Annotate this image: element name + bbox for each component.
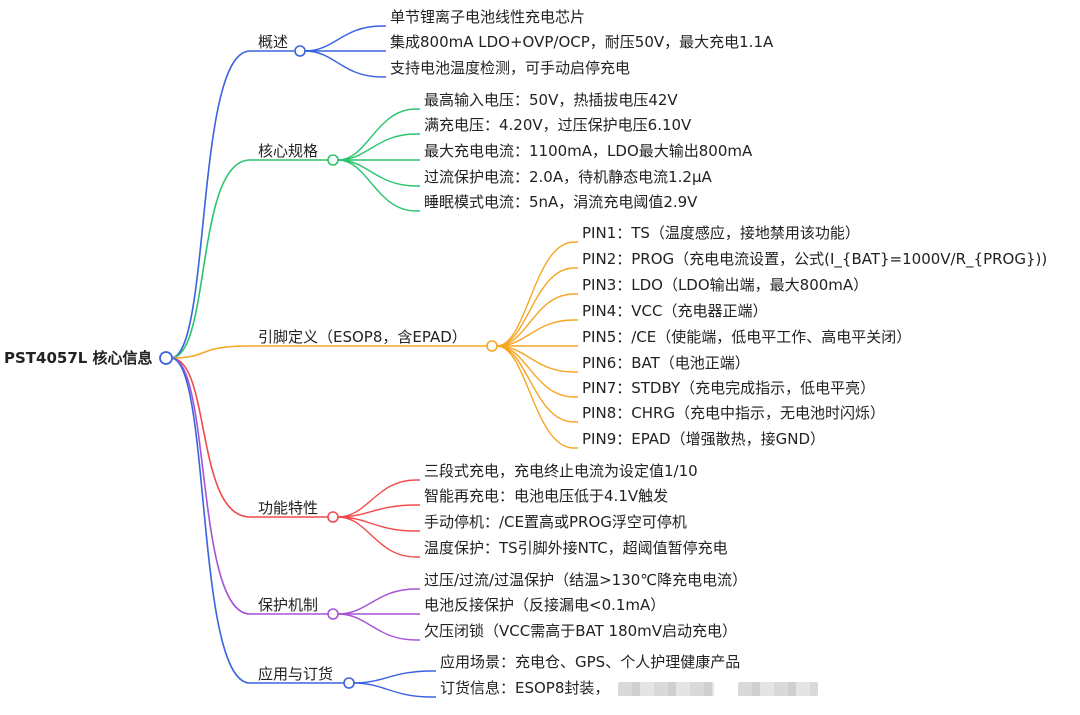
leaf-3-7-label: PIN7：STDBY（充电完成指示，低电平亮） — [582, 379, 876, 397]
leaf-4-4-label: 温度保护：TS引脚外接NTC，超阈值暂停充电 — [424, 539, 728, 557]
branch-6-label: 应用与订货 — [258, 665, 334, 683]
leaf-3-6-label: PIN6：BAT（电池正端） — [582, 354, 750, 372]
leaf-connector-1-3 — [304, 50, 386, 78]
leaf-5-1-label: 过压/过流/过温保护（结温>130℃降充电电流） — [424, 571, 748, 589]
redacted-text-patch — [618, 682, 714, 696]
branch-1-label: 概述 — [258, 33, 289, 51]
leaf-connector-2-5 — [337, 159, 420, 212]
leaf-connector-4-4 — [337, 516, 420, 558]
leaf-connector-5-1 — [337, 588, 420, 615]
branch-3-label: 引脚定义（ESOP8，含EPAD） — [258, 328, 467, 346]
branch-5-node-circle — [327, 608, 339, 620]
branch-connector-3 — [170, 345, 487, 359]
branch-connector-6 — [170, 357, 344, 684]
leaf-connector-3-3 — [496, 293, 578, 347]
redacted-text-patch — [738, 682, 818, 696]
leaf-connector-2-2 — [337, 133, 420, 161]
leaf-connector-3-8 — [496, 345, 578, 423]
leaf-connector-2-1 — [337, 108, 420, 161]
leaf-2-1-label: 最高输入电压：50V，热插拔电压42V — [424, 91, 678, 109]
leaf-5-3-label: 欠压闭锁（VCC需高于BAT 180mV启动充电） — [424, 622, 738, 640]
branch-4-node-circle — [327, 511, 339, 523]
leaf-connector-3-7 — [496, 345, 578, 398]
branch-6-node-circle — [343, 677, 355, 689]
branch-2-node-circle — [327, 154, 339, 166]
leaf-3-2-label: PIN2：PROG（充电电流设置，公式(I_{BAT}=1000V/R_{PRO… — [582, 250, 1048, 268]
leaf-2-4-label: 过流保护电流：2.0A，待机静态电流1.2μA — [424, 168, 712, 186]
leaf-connector-4-2 — [337, 504, 420, 518]
leaf-4-3-label: 手动停机：/CE置高或PROG浮空可停机 — [424, 513, 687, 531]
branch-connector-2 — [170, 159, 328, 359]
leaf-connector-5-3 — [337, 613, 420, 641]
branch-3-node-circle — [486, 340, 498, 352]
leaf-connector-4-3 — [337, 516, 420, 532]
leaf-2-5-label: 睡眠模式电流：5nA，涓流充电阈值2.9V — [424, 193, 698, 211]
leaf-connector-3-1 — [496, 241, 578, 347]
root-node-label: PST4057L 核心信息 — [4, 349, 153, 367]
leaf-connector-3-4 — [496, 319, 578, 347]
leaf-6-1-label: 应用场景：充电仓、GPS、个人护理健康产品 — [440, 653, 741, 671]
branch-connector-4 — [170, 357, 328, 518]
leaf-connector-6-1 — [353, 670, 436, 684]
leaf-connector-3-2 — [496, 267, 578, 347]
leaf-connector-2-4 — [337, 159, 420, 187]
leaf-3-3-label: PIN3：LDO（LDO输出端，最大800mA） — [582, 276, 869, 294]
leaf-5-2-label: 电池反接保护（反接漏电<0.1mA） — [424, 596, 666, 614]
leaf-connector-6-2 — [353, 682, 436, 698]
branch-1-node-circle — [294, 45, 306, 57]
branch-connector-5 — [170, 357, 328, 615]
leaf-2-2-label: 满充电压：4.20V，过压保护电压6.10V — [424, 116, 692, 134]
leaf-1-3-label: 支持电池温度检测，可手动启停充电 — [390, 59, 631, 77]
branch-connector-1 — [170, 50, 295, 359]
leaf-3-9-label: PIN9：EPAD（增强散热，接GND） — [582, 430, 826, 448]
leaf-3-5-label: PIN5：/CE（使能端，低电平工作、高电平关闭） — [582, 328, 912, 346]
leaf-connector-1-1 — [304, 25, 386, 52]
leaf-4-1-label: 三段式充电，充电终止电流为设定值1/10 — [424, 462, 698, 480]
leaf-1-2-label: 集成800mA LDO+OVP/OCP，耐压50V，最大充电1.1A — [390, 33, 774, 51]
leaf-6-2-label: 订货信息：ESOP8封装， — [440, 679, 610, 697]
leaf-connector-4-1 — [337, 479, 420, 518]
leaf-3-8-label: PIN8：CHRG（充电中指示，无电池时闪烁） — [582, 404, 886, 422]
leaf-3-4-label: PIN4：VCC（充电器正端） — [582, 302, 768, 320]
root-node-circle — [159, 351, 173, 365]
leaf-connector-3-9 — [496, 345, 578, 449]
leaf-connector-3-6 — [496, 345, 578, 373]
branch-5-label: 保护机制 — [258, 596, 319, 614]
leaf-3-1-label: PIN1：TS（温度感应，接地禁用该功能） — [582, 224, 860, 242]
leaf-4-2-label: 智能再充电：电池电压低于4.1V触发 — [424, 487, 669, 505]
branch-2-label: 核心规格 — [258, 142, 319, 160]
leaf-2-3-label: 最大充电电流：1100mA，LDO最大输出800mA — [424, 142, 753, 160]
leaf-1-1-label: 单节锂离子电池线性充电芯片 — [390, 8, 586, 26]
branch-4-label: 功能特性 — [258, 499, 319, 517]
